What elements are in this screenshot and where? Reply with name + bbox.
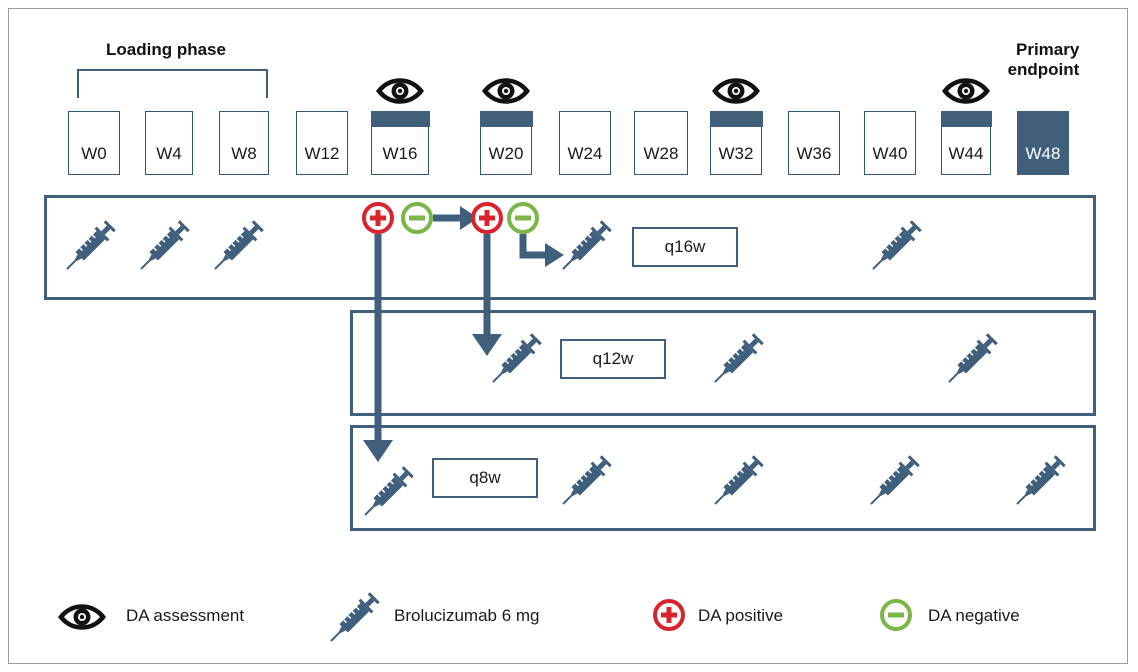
eye-icon-w20 bbox=[482, 78, 530, 104]
legend-negative-label: DA negative bbox=[928, 606, 1020, 625]
positive-icon-legend bbox=[653, 599, 685, 631]
legend-drug-label: Brolucizumab 6 mg bbox=[394, 606, 540, 625]
syringe-icon-legend bbox=[323, 589, 383, 649]
negative-icon-legend bbox=[880, 599, 912, 631]
negative-icon-w20 bbox=[507, 202, 539, 234]
syringe-icon-q8w-w16 bbox=[357, 463, 417, 523]
regimen-label-q8w: q8w bbox=[432, 458, 538, 498]
week-box-w48: W48 bbox=[1017, 111, 1069, 175]
syringe-icon-q8w-w40 bbox=[863, 452, 923, 512]
syringe-icon-q16w-w4 bbox=[133, 217, 193, 277]
loading-phase-label: Loading phase bbox=[106, 40, 226, 59]
eye-icon-w44 bbox=[942, 78, 990, 104]
legend-positive-label: DA positive bbox=[698, 606, 784, 625]
week-box-w20: W20 bbox=[479, 110, 533, 175]
syringe-icon-q16w-w24 bbox=[555, 217, 615, 277]
syringe-icon-q8w-w24 bbox=[555, 452, 615, 512]
syringe-icon-q16w-w0 bbox=[59, 217, 119, 277]
syringe-icon-q16w-w8 bbox=[207, 217, 267, 277]
primary-endpoint-line1: Primary bbox=[1016, 40, 1080, 59]
eye-icon-w32 bbox=[712, 78, 760, 104]
eye-icon-legend bbox=[58, 604, 106, 630]
week-box-w24: W24 bbox=[559, 111, 611, 175]
week-box-w44: W44 bbox=[940, 110, 992, 175]
week-box-w4: W4 bbox=[145, 111, 193, 175]
syringe-icon-q8w-w48 bbox=[1009, 452, 1069, 512]
regimen-band-q16w bbox=[44, 195, 1096, 300]
regimen-label-q12w: q12w bbox=[560, 339, 666, 379]
week-box-w40: W40 bbox=[864, 111, 916, 175]
week-box-w16: W16 bbox=[370, 110, 430, 175]
eye-icon-w16 bbox=[376, 78, 424, 104]
positive-icon-w16 bbox=[362, 202, 394, 234]
syringe-icon-q12w-w20 bbox=[485, 330, 545, 390]
negative-icon-w16 bbox=[401, 202, 433, 234]
week-box-w28: W28 bbox=[634, 111, 688, 175]
regimen-band-q8w bbox=[350, 425, 1096, 531]
week-box-w0: W0 bbox=[68, 111, 120, 175]
syringe-icon-q12w-w44 bbox=[941, 330, 1001, 390]
legend-assessment-label: DA assessment bbox=[126, 606, 245, 625]
week-box-w12: W12 bbox=[296, 111, 348, 175]
positive-icon-w20 bbox=[471, 202, 503, 234]
primary-endpoint-label: Primary endpoint bbox=[1008, 40, 1080, 80]
regimen-label-q16w: q16w bbox=[632, 227, 738, 267]
week-box-w32: W32 bbox=[709, 110, 763, 175]
syringe-icon-q12w-w32 bbox=[707, 330, 767, 390]
syringe-icon-q16w-w40 bbox=[865, 217, 925, 277]
syringe-icon-q8w-w32 bbox=[707, 452, 767, 512]
regimen-band-q12w bbox=[350, 310, 1096, 416]
week-box-w36: W36 bbox=[788, 111, 840, 175]
primary-endpoint-line2: endpoint bbox=[1007, 60, 1080, 79]
week-box-w8: W8 bbox=[219, 111, 269, 175]
